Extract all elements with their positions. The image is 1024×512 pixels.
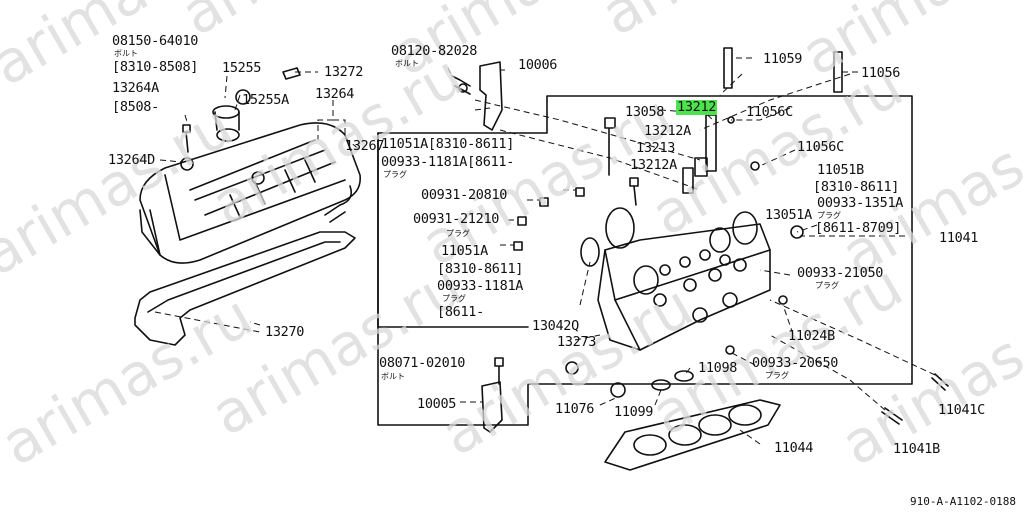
- part-label-10006[interactable]: 10006: [518, 57, 558, 73]
- cover-gasket-drawing: [134, 231, 356, 346]
- part-label-00933-21050[interactable]: 00933-21050: [797, 265, 884, 281]
- part-label-11076[interactable]: 11076: [555, 401, 595, 417]
- part-label-11024B[interactable]: 11024B: [788, 328, 835, 344]
- part-label-11041C[interactable]: 11041C: [938, 402, 985, 418]
- part-label-11056C[interactable]: 11056C: [746, 104, 793, 120]
- part-label-13264[interactable]: 13264: [315, 86, 355, 102]
- part-label-15255[interactable]: 15255: [222, 60, 262, 76]
- part-label-00933-1181A-2[interactable]: 00933-1181A: [437, 278, 524, 294]
- part-label-13058[interactable]: 13058: [625, 104, 665, 120]
- bolt-note: ボルト: [395, 59, 419, 68]
- diagram-code: 910-A-A1102-0188: [910, 495, 1016, 508]
- part-label-00931-21210[interactable]: 00931-21210: [413, 211, 500, 227]
- part-label-11056[interactable]: 11056: [861, 65, 901, 81]
- part-label-13042Q[interactable]: 13042Q: [532, 318, 579, 334]
- head-gasket-drawing: [604, 399, 781, 471]
- part-label-13051A[interactable]: 13051A: [765, 207, 812, 223]
- part-label-11051A-2[interactable]: 11051A: [441, 243, 488, 259]
- part-label-00931-20810[interactable]: 00931-20810: [421, 187, 508, 203]
- part-range-note: [8611-8709]: [815, 220, 902, 236]
- part-range-note: [8310-8611]: [813, 179, 900, 195]
- part-label-11059[interactable]: 11059: [763, 51, 803, 67]
- plug-note: プラグ: [815, 281, 839, 290]
- part-range-note: [8310-8508]: [112, 59, 199, 75]
- part-label-08120-82028[interactable]: 08120-82028: [391, 43, 478, 59]
- assembly-frame: [377, 95, 913, 426]
- part-label-13213[interactable]: 13213: [636, 140, 676, 156]
- part-label-11041B[interactable]: 11041B: [893, 441, 940, 457]
- part-range-note: [8310-8611]: [437, 261, 524, 277]
- part-range-note: [8611-: [437, 304, 484, 320]
- part-range-note: [8508-: [112, 99, 159, 115]
- part-label-13212A[interactable]: 13212A: [644, 123, 691, 139]
- part-label-11098[interactable]: 11098: [698, 360, 738, 376]
- part-label-11051B[interactable]: 11051B: [817, 162, 864, 178]
- part-label-00933-20650[interactable]: 00933-20650: [752, 355, 839, 371]
- part-label-00933-1181A[interactable]: 00933-1181A[8611-: [381, 154, 515, 170]
- part-label-11099[interactable]: 11099: [614, 404, 654, 420]
- plug-note: プラグ: [446, 229, 470, 238]
- part-label-00933-1351A[interactable]: 00933-1351A: [817, 195, 904, 211]
- plug-note: プラグ: [817, 211, 841, 220]
- part-label-11041[interactable]: 11041: [939, 230, 979, 246]
- part-label-11051A[interactable]: 11051A[8310-8611]: [381, 136, 515, 152]
- part-label-13272[interactable]: 13272: [324, 64, 364, 80]
- plug-note: プラグ: [383, 170, 407, 179]
- part-label-13264A[interactable]: 13264A: [112, 80, 159, 96]
- part-label-13270[interactable]: 13270: [265, 324, 305, 340]
- part-label-10005[interactable]: 10005: [417, 396, 457, 412]
- part-label-15255A[interactable]: 15255A: [242, 92, 289, 108]
- plug-note: プラグ: [765, 371, 789, 380]
- part-label-13273[interactable]: 13273: [557, 334, 597, 350]
- part-label-13212A-2[interactable]: 13212A: [630, 157, 677, 173]
- part-label-08150-64010[interactable]: 08150-64010: [112, 33, 199, 49]
- valve-cover-drawing: [139, 122, 362, 264]
- part-label-13212-highlighted[interactable]: 13212: [676, 99, 718, 115]
- bolt-note: ボルト: [381, 372, 405, 381]
- plug-note: プラグ: [442, 294, 466, 303]
- part-label-13264D[interactable]: 13264D: [108, 152, 155, 168]
- part-label-08071-02010[interactable]: 08071-02010: [379, 355, 466, 371]
- part-label-11044[interactable]: 11044: [774, 440, 814, 456]
- part-label-11056C-2[interactable]: 11056C: [797, 139, 844, 155]
- bolt-note: ボルト: [114, 49, 138, 58]
- part-label-13267[interactable]: 13267: [345, 138, 385, 154]
